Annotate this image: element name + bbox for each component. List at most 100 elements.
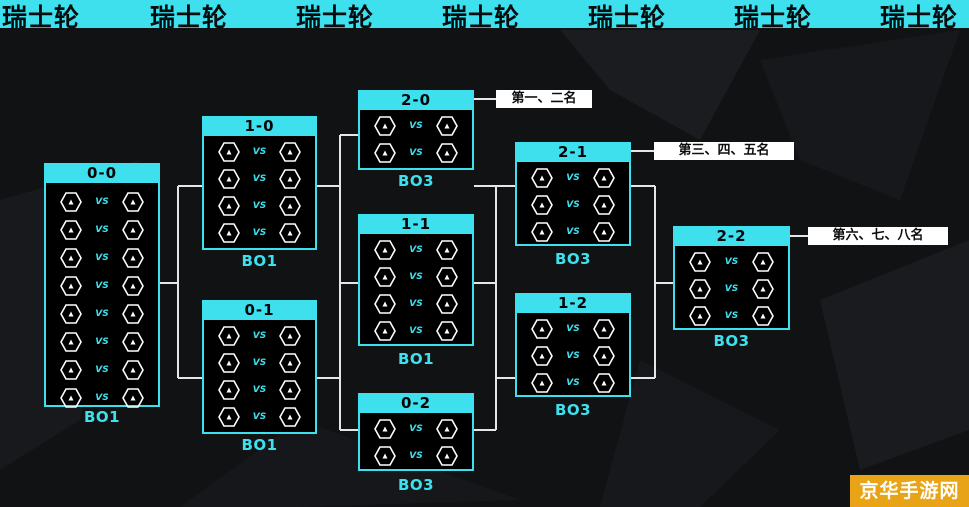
- vs-label: VS: [95, 365, 109, 375]
- team-slot-icon: [689, 279, 711, 299]
- team-slot-icon: [279, 326, 301, 346]
- team-slot-icon: [436, 419, 458, 439]
- match-row: VS: [46, 245, 158, 271]
- match-row: VS: [46, 357, 158, 383]
- match-row: VS: [360, 113, 472, 139]
- vs-label: VS: [95, 253, 109, 263]
- vs-label: VS: [252, 331, 267, 341]
- vs-label: VS: [566, 173, 580, 183]
- bracket-record: 1-1: [358, 214, 474, 234]
- team-slot-icon: [60, 220, 82, 240]
- vs-label: VS: [566, 351, 580, 361]
- bracket-record: 0-2: [358, 393, 474, 413]
- match-row: VS: [517, 165, 629, 191]
- team-slot-icon: [374, 419, 396, 439]
- match-row: VS: [204, 220, 315, 246]
- bracket-format: BO1: [83, 408, 121, 426]
- match-row: VS: [204, 166, 315, 192]
- team-slot-icon: [218, 169, 240, 189]
- vs-label: VS: [95, 197, 109, 207]
- team-slot-icon: [689, 252, 711, 272]
- vs-label: VS: [409, 245, 423, 255]
- vs-label: VS: [724, 257, 739, 267]
- team-slot-icon: [218, 223, 240, 243]
- team-slot-icon: [593, 319, 615, 339]
- team-slot-icon: [60, 360, 82, 380]
- vs-label: VS: [252, 201, 267, 211]
- match-row: VS: [46, 329, 158, 355]
- match-row: VS: [675, 276, 788, 302]
- team-slot-icon: [593, 195, 615, 215]
- bracket-format: BO1: [241, 436, 278, 454]
- team-slot-icon: [593, 346, 615, 366]
- team-slot-icon: [752, 252, 774, 272]
- team-slot-icon: [374, 294, 396, 314]
- vs-label: VS: [252, 358, 267, 368]
- bracket-record: 2-0: [358, 90, 474, 110]
- team-slot-icon: [218, 142, 240, 162]
- match-row: VS: [360, 443, 472, 469]
- team-slot-icon: [436, 143, 458, 163]
- team-slot-icon: [122, 192, 144, 212]
- team-slot-icon: [593, 373, 615, 393]
- result-third-to-fifth: 第三、四、五名: [654, 142, 794, 160]
- team-slot-icon: [752, 279, 774, 299]
- banner-title: 瑞士轮: [2, 3, 81, 28]
- banner-title: 瑞士轮: [880, 3, 959, 28]
- team-slot-icon: [436, 446, 458, 466]
- bracket-record: 1-2: [515, 293, 631, 313]
- vs-label: VS: [566, 200, 580, 210]
- team-slot-icon: [122, 248, 144, 268]
- match-row: VS: [46, 385, 158, 411]
- team-slot-icon: [374, 143, 396, 163]
- team-slot-icon: [374, 321, 396, 341]
- team-slot-icon: [436, 267, 458, 287]
- vs-label: VS: [252, 174, 267, 184]
- bracket-format: BO3: [554, 250, 592, 268]
- team-slot-icon: [593, 168, 615, 188]
- team-slot-icon: [531, 346, 553, 366]
- team-slot-icon: [374, 240, 396, 260]
- team-slot-icon: [60, 388, 82, 408]
- banner-title: 瑞士轮: [296, 3, 375, 28]
- match-row: VS: [204, 139, 315, 165]
- banner-title: 瑞士轮: [442, 3, 521, 28]
- bracket-format: BO3: [397, 476, 435, 494]
- team-slot-icon: [531, 168, 553, 188]
- team-slot-icon: [122, 276, 144, 296]
- match-row: VS: [675, 249, 788, 275]
- bracket-record: 2-2: [673, 226, 790, 246]
- team-slot-icon: [60, 192, 82, 212]
- team-slot-icon: [60, 332, 82, 352]
- team-slot-icon: [122, 388, 144, 408]
- match-row: VS: [46, 217, 158, 243]
- match-row: VS: [517, 316, 629, 342]
- match-row: VS: [204, 377, 315, 403]
- bracket-format: BO3: [713, 332, 750, 350]
- team-slot-icon: [374, 267, 396, 287]
- vs-label: VS: [95, 309, 109, 319]
- vs-label: VS: [95, 393, 109, 403]
- team-slot-icon: [436, 240, 458, 260]
- bracket-record: 2-1: [515, 142, 631, 162]
- match-row: VS: [204, 193, 315, 219]
- team-slot-icon: [436, 116, 458, 136]
- team-slot-icon: [279, 223, 301, 243]
- vs-label: VS: [252, 147, 267, 157]
- match-row: VS: [204, 404, 315, 430]
- match-row: VS: [360, 140, 472, 166]
- vs-label: VS: [409, 272, 423, 282]
- match-row: VS: [46, 189, 158, 215]
- team-slot-icon: [279, 353, 301, 373]
- match-row: VS: [517, 192, 629, 218]
- team-slot-icon: [218, 407, 240, 427]
- vs-label: VS: [409, 299, 423, 309]
- team-slot-icon: [279, 142, 301, 162]
